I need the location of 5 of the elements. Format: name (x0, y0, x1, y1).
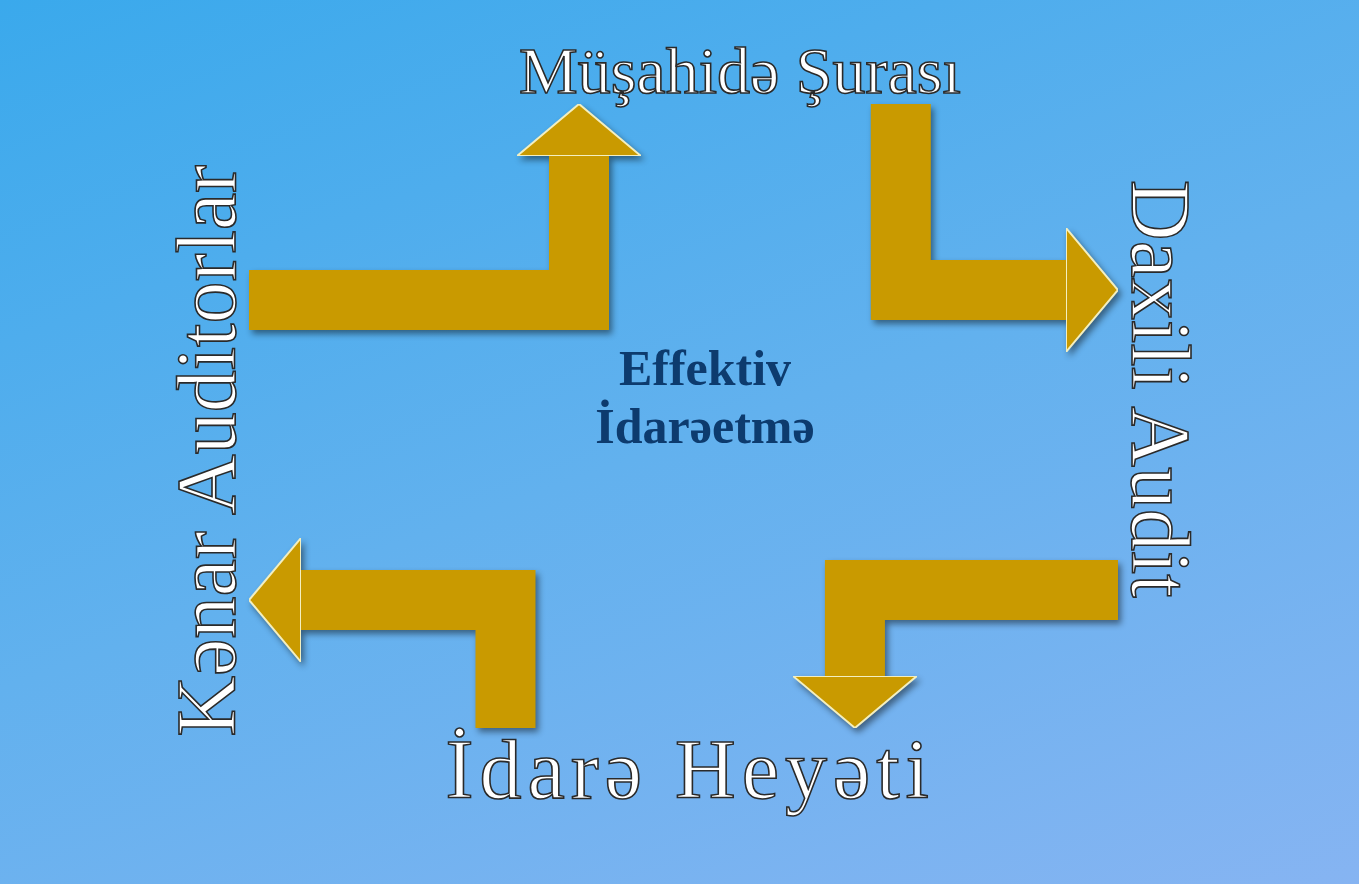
node-label: Daxili Audit (1118, 180, 1202, 598)
node-label: Kənar Auditorlar (165, 165, 249, 737)
arrow (249, 103, 642, 330)
arrow (791, 560, 1118, 729)
center-label: Effektiv İdarəetmə (594, 340, 816, 455)
